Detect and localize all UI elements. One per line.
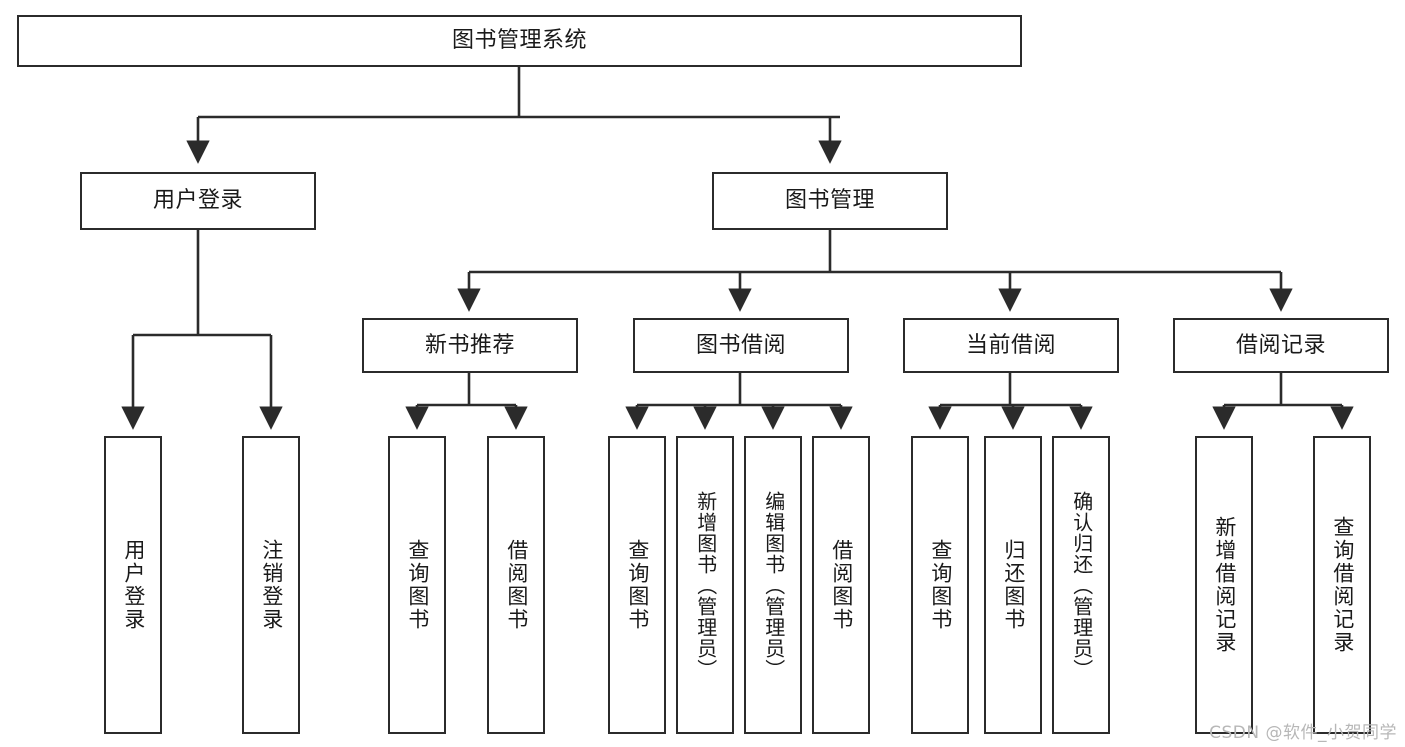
node-leaf-add-record-label: 新增借阅记录 <box>1212 516 1237 654</box>
node-book-borrow-label: 图书借阅 <box>695 332 786 358</box>
node-leaf-add-record[interactable]: 新增借阅记录 <box>1195 436 1253 734</box>
node-leaf-logout-label: 注销登录 <box>259 539 284 631</box>
node-leaf-user-login-label: 用户登录 <box>121 539 146 631</box>
node-root[interactable]: 图书管理系统 <box>17 15 1022 67</box>
node-leaf-logout[interactable]: 注销登录 <box>242 436 300 734</box>
node-leaf-return-book[interactable]: 归还图书 <box>984 436 1042 734</box>
node-leaf-borrow-book-label: 借阅图书 <box>829 539 854 631</box>
node-leaf-query-record[interactable]: 查询借阅记录 <box>1313 436 1371 734</box>
node-leaf-user-login[interactable]: 用户登录 <box>104 436 162 734</box>
csdn-watermark: CSDN @软件_小贺同学 <box>1209 723 1397 743</box>
node-leaf-query-book-rec-label: 查询图书 <box>405 539 430 631</box>
node-leaf-query-book-cur-label: 查询图书 <box>928 539 953 631</box>
node-leaf-query-book-cur[interactable]: 查询图书 <box>911 436 969 734</box>
node-new-book-recommend[interactable]: 新书推荐 <box>362 318 578 373</box>
node-book-manage[interactable]: 图书管理 <box>712 172 948 230</box>
node-current-borrow[interactable]: 当前借阅 <box>903 318 1119 373</box>
node-new-book-recommend-label: 新书推荐 <box>424 332 515 358</box>
node-leaf-confirm-return-label: 确认归还（管理员） <box>1069 490 1094 680</box>
node-leaf-edit-book-label: 编辑图书（管理员） <box>761 490 786 680</box>
node-leaf-add-book-label: 新增图书（管理员） <box>693 490 718 680</box>
node-leaf-query-book-rec[interactable]: 查询图书 <box>388 436 446 734</box>
node-leaf-edit-book[interactable]: 编辑图书（管理员） <box>744 436 802 734</box>
node-user-login[interactable]: 用户登录 <box>80 172 316 230</box>
node-root-label: 图书管理系统 <box>451 28 587 54</box>
node-leaf-borrow-book-rec-label: 借阅图书 <box>504 539 529 631</box>
node-user-login-label: 用户登录 <box>152 188 243 214</box>
node-leaf-query-book-borrow-label: 查询图书 <box>625 539 650 631</box>
node-book-manage-label: 图书管理 <box>784 188 875 214</box>
node-current-borrow-label: 当前借阅 <box>965 332 1056 358</box>
node-leaf-query-record-label: 查询借阅记录 <box>1330 516 1355 654</box>
node-leaf-confirm-return[interactable]: 确认归还（管理员） <box>1052 436 1110 734</box>
node-borrow-record[interactable]: 借阅记录 <box>1173 318 1389 373</box>
node-leaf-query-book-borrow[interactable]: 查询图书 <box>608 436 666 734</box>
node-leaf-return-book-label: 归还图书 <box>1001 539 1026 631</box>
node-borrow-record-label: 借阅记录 <box>1235 332 1326 358</box>
node-leaf-add-book[interactable]: 新增图书（管理员） <box>676 436 734 734</box>
node-book-borrow[interactable]: 图书借阅 <box>633 318 849 373</box>
node-leaf-borrow-book[interactable]: 借阅图书 <box>812 436 870 734</box>
node-leaf-borrow-book-rec[interactable]: 借阅图书 <box>487 436 545 734</box>
